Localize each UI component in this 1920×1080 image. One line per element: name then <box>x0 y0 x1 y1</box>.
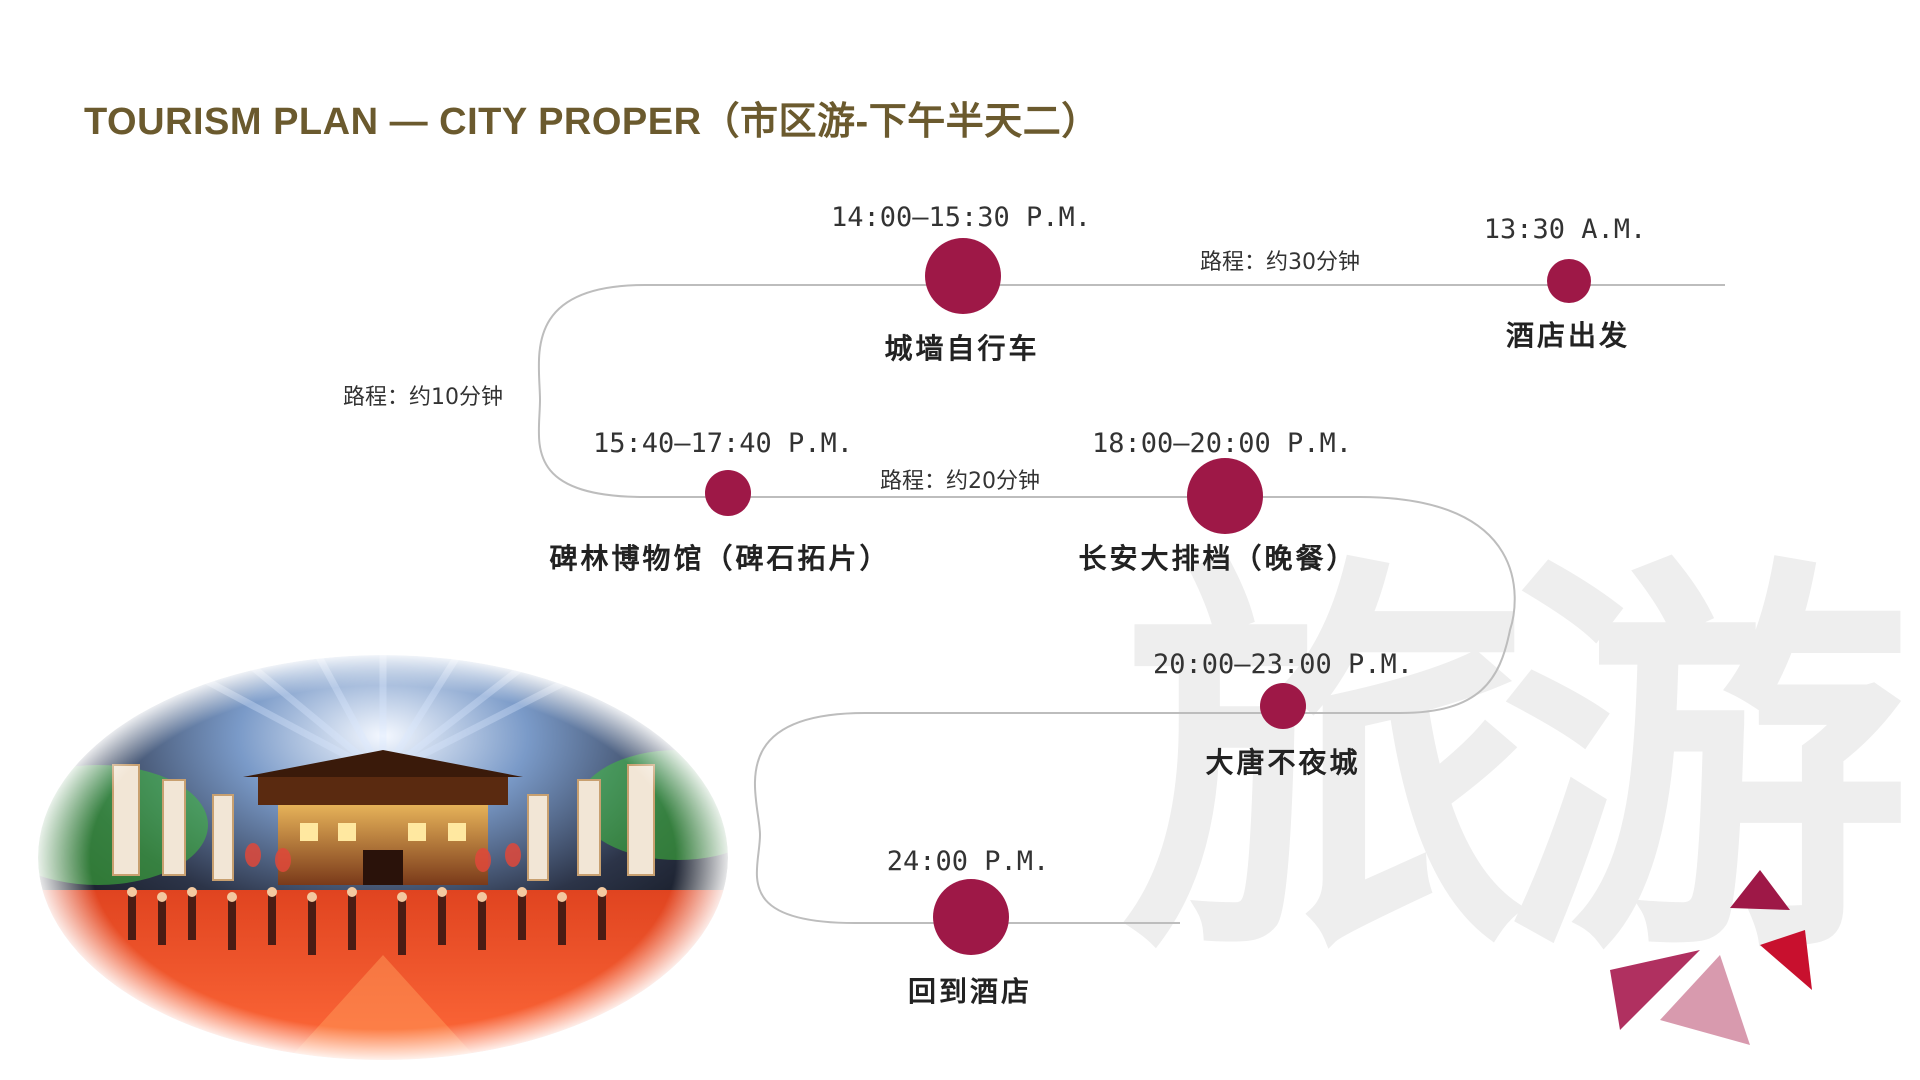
stop-place: 回到酒店 <box>907 975 1033 1008</box>
stop-time: 18:00—20:00 P.M. <box>1091 428 1353 459</box>
stop-time: 24:00 P.M. <box>886 846 1050 877</box>
stop-place: 碑林博物馆（碑石拓片） <box>549 542 891 575</box>
distance-label: 路程：约20分钟 <box>880 469 1040 494</box>
night-city-gate-photo <box>38 655 728 1060</box>
stop-time: 20:00—23:00 P.M. <box>1152 649 1414 680</box>
stop-marker <box>705 470 751 516</box>
stop-marker <box>1260 683 1306 729</box>
stop-marker <box>925 238 1001 314</box>
stop-place: 城墙自行车 <box>884 332 1040 365</box>
stop-place: 大唐不夜城 <box>1205 746 1361 779</box>
distance-label: 路程：约10分钟 <box>343 385 503 410</box>
stop-time: 14:00—15:30 P.M. <box>830 202 1092 233</box>
stop-marker <box>933 879 1009 955</box>
stop-time: 13:30 A.M. <box>1483 214 1647 245</box>
stop-time: 15:40—17:40 P.M. <box>592 428 854 459</box>
stop-place: 长安大排档（晚餐） <box>1078 542 1358 575</box>
decorative-triangles <box>1610 870 1812 1045</box>
stop-place: 酒店出发 <box>1505 319 1631 352</box>
stop-marker <box>1547 259 1591 303</box>
stop-marker <box>1187 458 1263 534</box>
distance-label: 路程：约30分钟 <box>1200 250 1360 275</box>
page-title: TOURISM PLAN — CITY PROPER（市区游-下午半天二） <box>84 101 1100 143</box>
